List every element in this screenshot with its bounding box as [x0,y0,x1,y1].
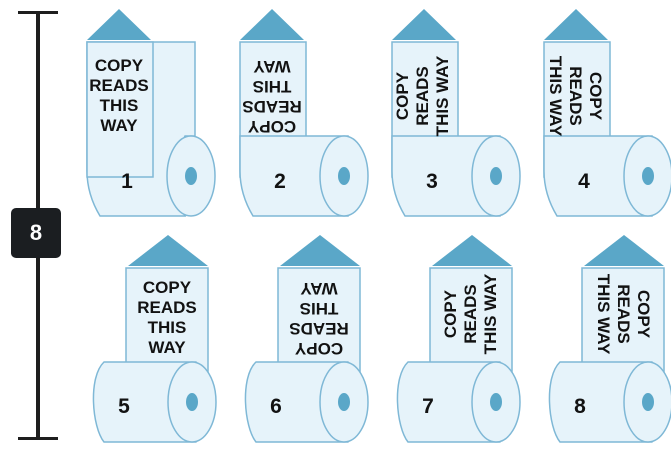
feed-direction-arrow-icon [432,235,512,266]
roll-diagram-3: COPY READS THIS WAY 3 [390,6,530,226]
copy-text: COPY READS THIS WAY [594,273,653,355]
roll-core-icon [338,393,350,411]
copy-text: COPY READS THIS WAY [441,273,500,355]
roll-core-icon [185,167,197,185]
roll-diagram-1: COPY READS THIS WAY 1 [85,6,225,226]
dimension-cap-top [18,11,58,14]
roll-diagram-7: COPY READS THIS WAY 7 [390,232,530,452]
feed-direction-arrow-icon [240,9,304,40]
roll-core-icon [490,167,502,185]
copy-text: COPY READS THIS WAY [89,56,149,135]
copy-text: COPY READS THIS WAY [137,278,197,357]
feed-direction-arrow-icon [544,9,608,40]
copy-text: COPY READS THIS WAY [242,57,302,136]
feed-direction-arrow-icon [280,235,360,266]
roll-number: 7 [422,395,434,418]
dimension-badge: 8 [11,208,61,258]
roll-illustration [391,9,521,217]
roll-diagram-2: COPY READS THIS WAY 2 [238,6,378,226]
copy-text: COPY READS THIS WAY [289,279,349,358]
feed-direction-arrow-icon [128,235,208,266]
roll-number: 5 [118,395,130,418]
roll-core-icon [642,393,654,411]
roll-number: 4 [578,170,590,193]
roll-core-icon [186,393,198,411]
roll-illustration [92,235,217,443]
roll-diagram-8: COPY READS THIS WAY 8 [542,232,671,452]
roll-core-icon [490,393,502,411]
feed-direction-arrow-icon [584,235,664,266]
roll-core-icon [642,167,654,185]
dimension-cap-bottom [18,437,58,440]
roll-number: 1 [121,170,133,193]
roll-illustration [244,235,369,443]
roll-number: 6 [270,395,282,418]
roll-number: 2 [274,170,286,193]
roll-illustration [239,9,369,217]
roll-illustration [548,235,671,443]
roll-illustration [543,9,671,217]
roll-core-icon [338,167,350,185]
copy-text: COPY READS THIS WAY [393,55,452,137]
roll-illustration [86,9,216,217]
roll-number: 8 [574,395,586,418]
roll-diagram-6: COPY READS THIS WAY 6 [238,232,378,452]
copy-text: COPY READS THIS WAY [546,55,605,137]
roll-number: 3 [426,170,438,193]
roll-diagram-5: COPY READS THIS WAY 5 [86,232,226,452]
roll-illustration [396,235,521,443]
feed-direction-arrow-icon [87,9,151,40]
feed-direction-arrow-icon [392,9,456,40]
roll-diagram-4: COPY READS THIS WAY 4 [542,6,671,226]
